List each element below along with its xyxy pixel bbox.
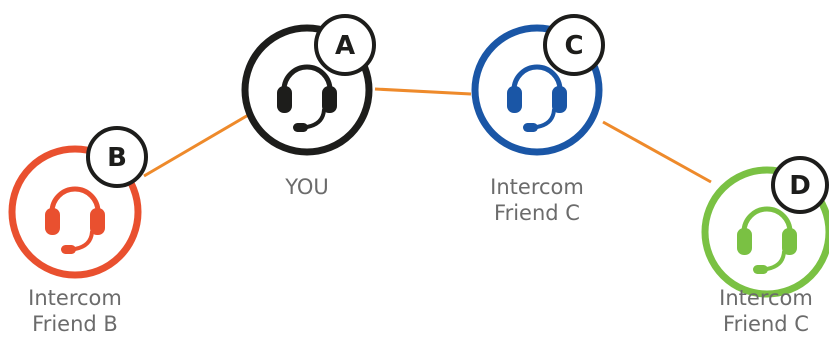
label-line-2: Friend C — [723, 312, 809, 336]
link-b-to-a — [143, 112, 251, 178]
intercom-links — [143, 87, 712, 184]
node-badge-c: C — [564, 31, 583, 61]
node-label-friend-d: Intercom Friend C — [707, 285, 825, 337]
node-badge-d: D — [789, 171, 811, 201]
label-line-1: YOU — [285, 175, 329, 199]
node-you: A — [241, 14, 376, 156]
node-label-friend-b: Intercom Friend B — [16, 285, 134, 337]
node-badge-b: B — [107, 143, 127, 173]
node-friend-d: D — [701, 156, 829, 298]
label-line-1: Intercom — [719, 286, 813, 310]
label-line-1: Intercom — [490, 175, 584, 199]
label-line-2: Friend B — [32, 312, 118, 336]
node-friend-b: B — [8, 126, 148, 279]
node-label-you: YOU — [257, 174, 357, 200]
node-label-friend-c: Intercom Friend C — [478, 174, 596, 226]
node-friend-c: C — [471, 14, 605, 156]
link-a-to-c — [374, 87, 472, 96]
label-line-1: Intercom — [28, 286, 122, 310]
label-line-2: Friend C — [494, 201, 580, 225]
link-c-to-d — [602, 120, 712, 184]
node-badge-a: A — [335, 31, 355, 61]
